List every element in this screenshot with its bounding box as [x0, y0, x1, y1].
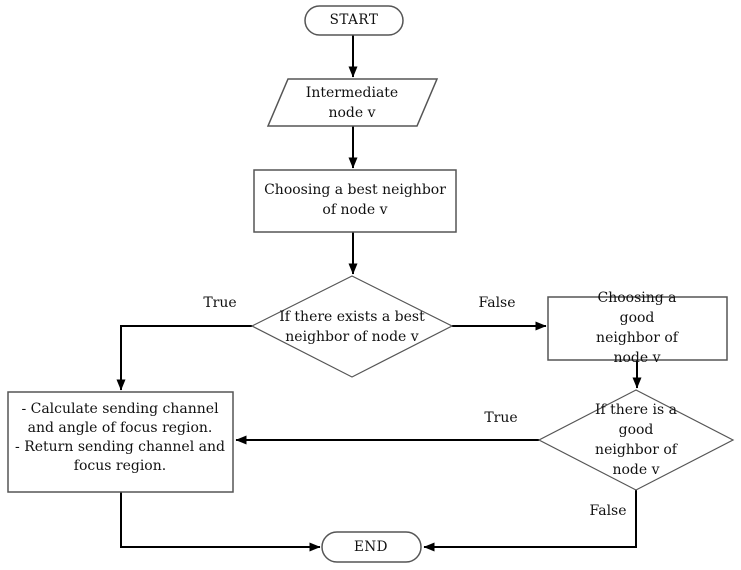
- end-terminator-shape: [321, 531, 422, 563]
- arrow-calculate-to-end: [120, 492, 321, 552]
- choose-good-process-shape: [547, 296, 728, 361]
- choose-best-process-shape: [253, 169, 457, 233]
- calculate-process-shape: [7, 391, 234, 493]
- start-terminator-shape: [304, 5, 404, 36]
- arrow-good-false-to-end: [423, 490, 637, 552]
- intermediate-parallelogram-shape: [266, 78, 439, 127]
- best-exists-decision-shape: [250, 275, 454, 378]
- arrow-best-true-to-calculate: [116, 325, 252, 391]
- good-exists-decision-shape: [537, 389, 735, 491]
